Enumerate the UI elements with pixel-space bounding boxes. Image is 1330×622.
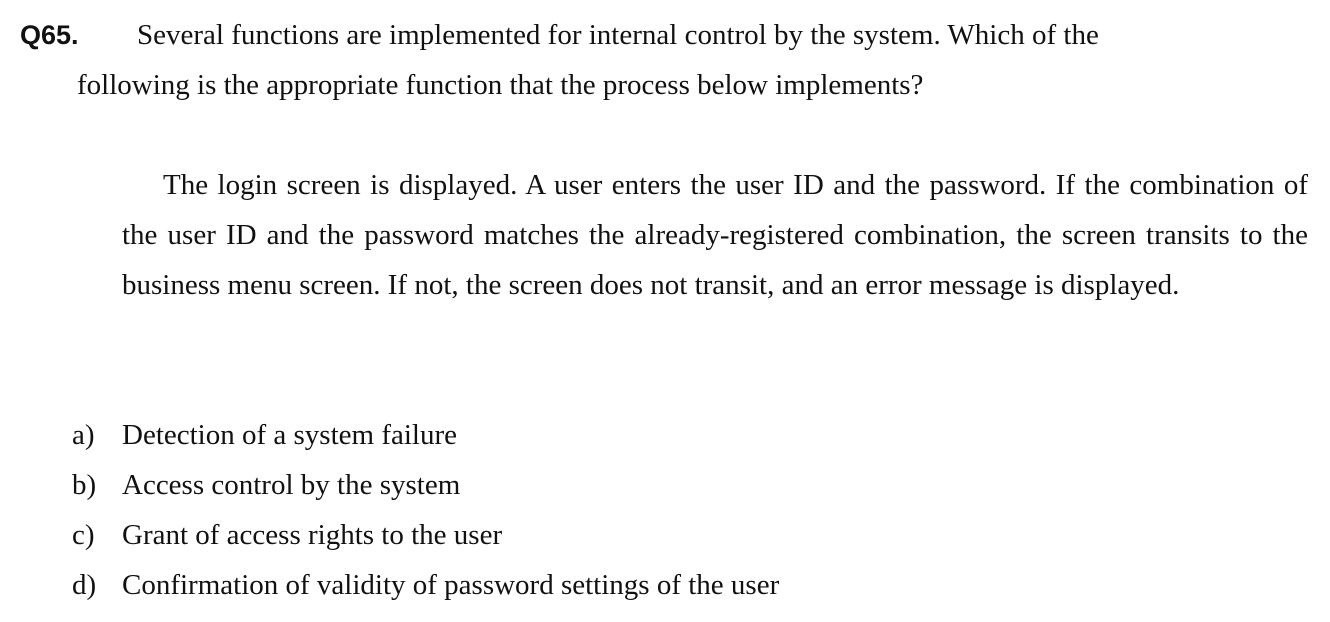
option-text: Grant of access rights to the user [122,519,503,551]
question-stem-line1: Several functions are implemented for in… [137,19,1099,51]
option-d[interactable]: d) Confirmation of validity of password s… [72,560,779,610]
option-text: Confirmation of validity of password set… [122,569,780,601]
option-a[interactable]: a) Detection of a system failure [72,410,457,460]
option-b[interactable]: b) Access control by the system [72,460,460,510]
option-label: d) [72,569,97,601]
option-text: Detection of a system failure [122,419,457,451]
option-text: Access control by the system [122,469,461,501]
question-stem-line2: following is the appropriate function th… [77,69,924,101]
question-number: Q65. [20,20,79,50]
process-description: The login screen is displayed. A user en… [122,169,1308,301]
option-label: b) [72,469,97,501]
option-label: a) [72,419,95,451]
option-label: c) [72,519,95,551]
option-c[interactable]: c) Grant of access rights to the user [72,510,502,560]
